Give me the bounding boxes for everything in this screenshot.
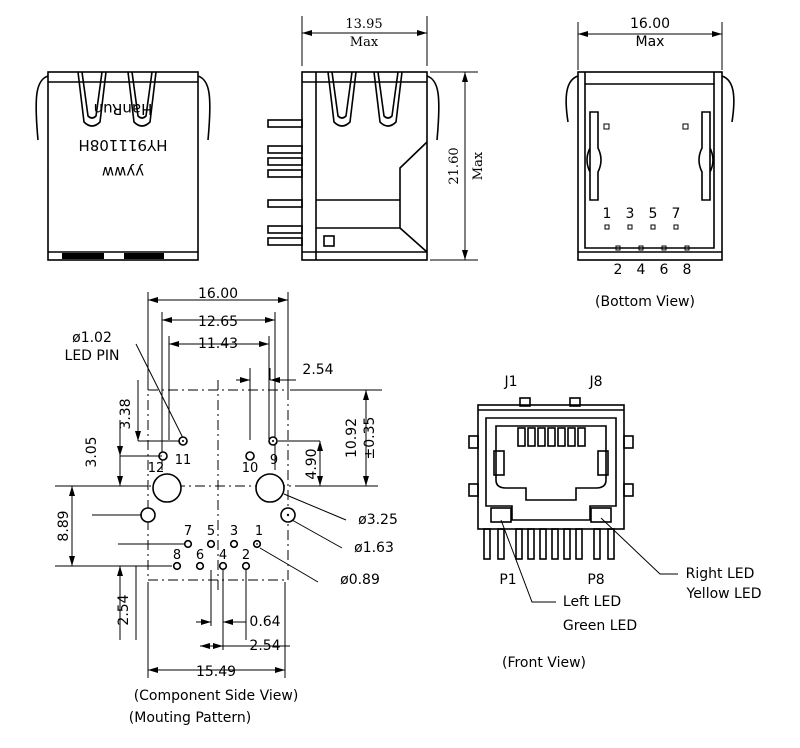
bottom-width-max: Max <box>636 34 665 50</box>
side-height-dimension: 21.60 <box>447 147 462 184</box>
left-led-leader <box>500 519 556 603</box>
dim-3-38: 3.38 <box>118 398 134 429</box>
green-led-label: Green LED <box>563 618 637 634</box>
dim-tolerance: ±0.35 <box>362 417 378 460</box>
pin-3: 3 <box>230 524 238 539</box>
dim-2-54-left: 2.54 <box>116 594 132 625</box>
bottom-pin-8: 8 <box>683 262 692 278</box>
yellow-led-label: Yellow LED <box>686 586 762 602</box>
top-view-light-pipe-left <box>77 71 107 127</box>
front-view-pins <box>483 528 615 560</box>
dim-11-43: 11.43 <box>198 336 238 352</box>
top-view-pad-left <box>62 253 104 259</box>
pin-11: 11 <box>175 453 192 468</box>
side-height-max: Max <box>471 151 486 180</box>
mount-hole-left <box>152 473 182 503</box>
pin-5: 5 <box>207 524 215 539</box>
bottom-view-latch-left <box>586 111 602 201</box>
top-view-body <box>47 71 199 261</box>
front-j8: J8 <box>588 374 602 390</box>
shield-hole-left <box>140 507 156 523</box>
dim-2-54-bottom: 2.54 <box>249 638 280 654</box>
mounting-caption-2: (Mouting Pattern) <box>129 710 251 726</box>
top-view-right-clip <box>197 75 211 141</box>
bottom-view-pins <box>604 224 690 251</box>
top-view-light-pipe-right <box>127 71 157 127</box>
front-view: J1 J8 <box>468 374 762 671</box>
bottom-pin-3: 3 <box>626 206 635 222</box>
dim-4-90: 4.90 <box>304 448 320 479</box>
bottom-view-body <box>577 71 723 261</box>
pin-2: 2 <box>242 548 250 563</box>
front-view-body <box>477 404 625 530</box>
dim-0-64: 0.64 <box>249 614 280 630</box>
side-view-body <box>301 71 428 261</box>
side-width-dimension: 13.95 <box>345 17 382 32</box>
left-led <box>490 507 512 523</box>
mount-hole-right <box>255 473 285 503</box>
dim-15-49: 15.49 <box>196 664 236 680</box>
pin-1: 1 <box>255 524 263 539</box>
dim-8-89: 8.89 <box>56 510 72 541</box>
pin-6: 6 <box>196 548 204 563</box>
left-led-label: Left LED <box>563 594 621 610</box>
side-width-max: Max <box>350 35 379 50</box>
bottom-view-caption: (Bottom View) <box>595 294 695 310</box>
mounting-pattern: 16.00 12.65 11.43 ø1.02 LED PIN 2.54 <box>55 286 398 726</box>
jack-opening <box>485 417 617 521</box>
bottom-view: 16.00 Max 1 3 5 7 2 4 6 8 (Bottom <box>565 16 735 310</box>
dim-2-54-top: 2.54 <box>302 362 333 378</box>
pin-9: 9 <box>270 453 278 468</box>
pin-10: 10 <box>242 461 259 476</box>
dim-16: 16.00 <box>198 286 238 302</box>
marking-part-number: HY911108H <box>79 136 168 154</box>
marking-date-code: yyww <box>102 163 144 181</box>
bottom-pin-7: 7 <box>672 206 681 222</box>
bottom-pin-5: 5 <box>649 206 658 222</box>
right-led <box>590 507 612 523</box>
bottom-pin-4: 4 <box>637 262 646 278</box>
marking-brand: HanRun <box>94 100 153 118</box>
front-p1: P1 <box>499 572 516 588</box>
side-view: 13.95 Max 21.60 <box>267 16 486 261</box>
front-p8: P8 <box>587 572 604 588</box>
led-pin-label: LED PIN <box>65 348 120 364</box>
bottom-pin-1: 1 <box>603 206 612 222</box>
top-view-pad-right <box>124 253 164 259</box>
pin-8: 8 <box>173 548 181 563</box>
dim-1-63-diameter: ø1.63 <box>354 540 394 556</box>
pin-7: 7 <box>184 524 192 539</box>
bottom-view-latch-right <box>698 111 714 201</box>
right-led-label: Right LED <box>686 566 755 582</box>
bottom-pin-2: 2 <box>614 262 623 278</box>
led-pin-diameter: ø1.02 <box>72 330 112 346</box>
pin-4: 4 <box>219 548 227 563</box>
bottom-pin-6: 6 <box>660 262 669 278</box>
top-view-left-clip <box>35 75 49 141</box>
dim-3-05: 3.05 <box>84 436 100 467</box>
dim-12-65: 12.65 <box>198 314 238 330</box>
signal-holes <box>172 539 262 571</box>
bottom-width-dimension: 16.00 <box>630 16 670 32</box>
led-hole-10 <box>245 451 255 461</box>
side-view-pins <box>267 119 303 246</box>
pin-12: 12 <box>148 461 165 476</box>
dim-3-25-diameter: ø3.25 <box>358 512 398 528</box>
dim-10-92: 10.92 <box>344 418 360 458</box>
dim-0-89-diameter: ø0.89 <box>340 572 380 588</box>
front-view-caption: (Front View) <box>502 655 586 671</box>
jack-contacts <box>517 427 586 447</box>
mounting-caption-1: (Component Side View) <box>134 688 299 704</box>
top-view: yyww HY911108H HanRun <box>35 71 211 261</box>
front-j1: J1 <box>503 374 517 390</box>
side-view-clip <box>426 75 440 141</box>
right-led-leader <box>600 517 678 575</box>
